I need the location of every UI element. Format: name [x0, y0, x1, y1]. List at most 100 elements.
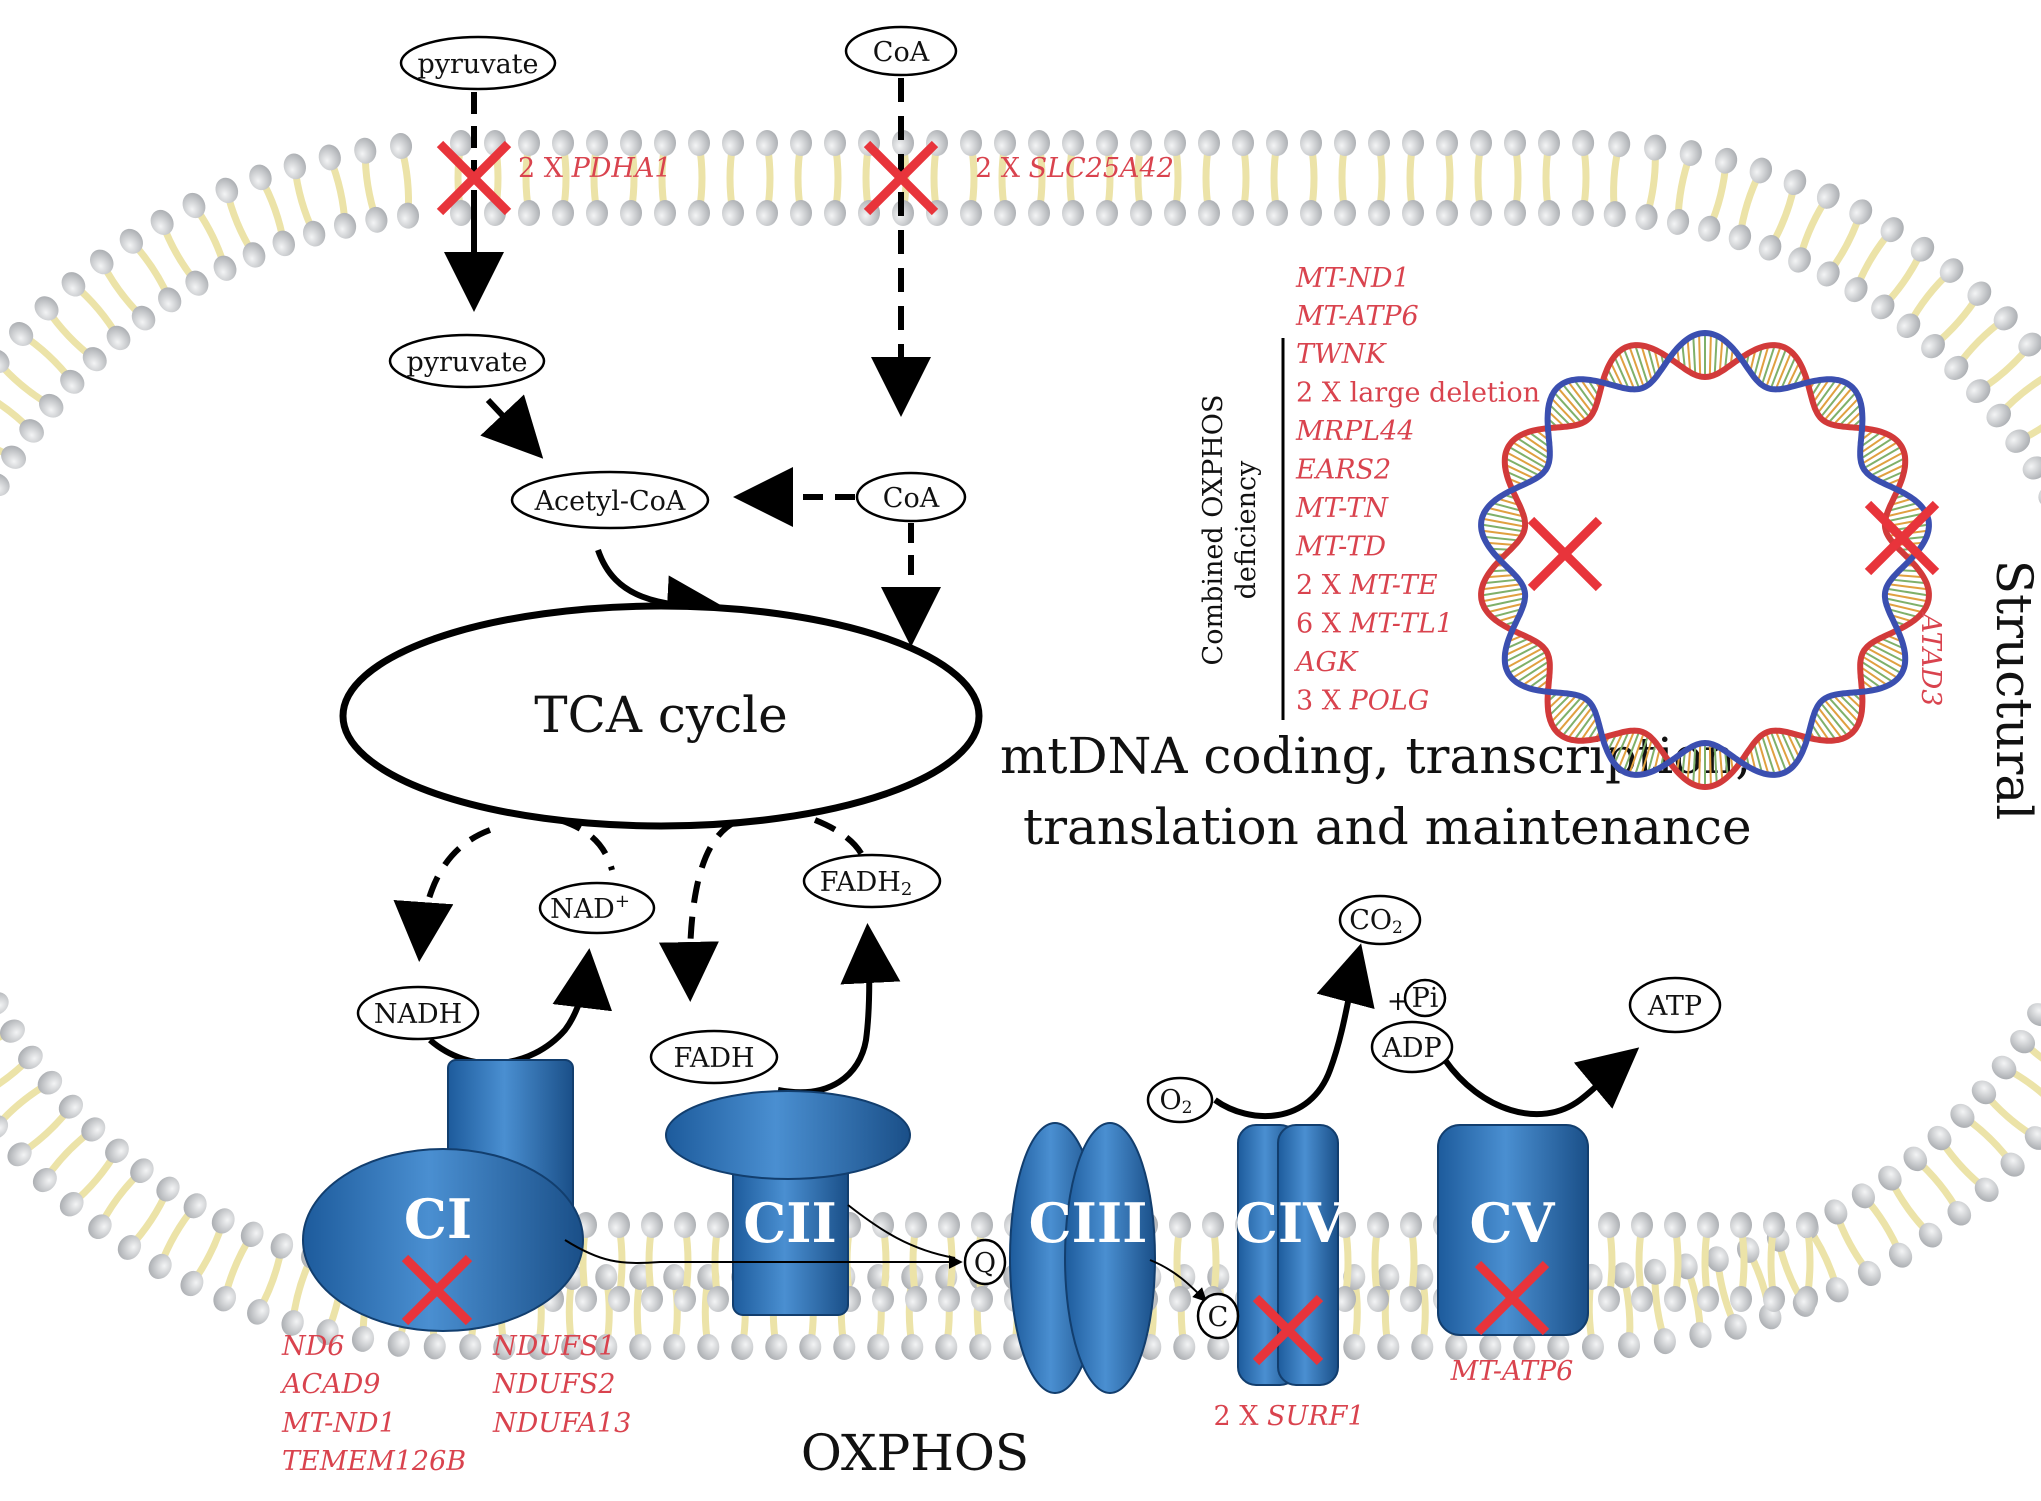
ciii-right-lobe — [1065, 1123, 1155, 1393]
ci-gene-left: ND6 — [281, 1331, 344, 1362]
lipid-head — [1096, 200, 1118, 226]
lipid-head — [281, 151, 309, 182]
lipid-head — [1840, 273, 1872, 307]
lipid-head — [1892, 309, 1925, 343]
lipid-head — [1697, 1212, 1719, 1238]
lipid-head — [1695, 213, 1723, 244]
lipid-head — [83, 1210, 116, 1244]
lipid-head — [212, 174, 242, 207]
adp-label: ADP — [1381, 1033, 1441, 1064]
ci-label: CI — [404, 1187, 472, 1251]
lipid-head — [1987, 1051, 2021, 1084]
dna-base-pair — [1688, 339, 1691, 372]
lipid-head — [1780, 166, 1810, 198]
svg-text:deficiency: deficiency — [1231, 460, 1262, 600]
lipid-head — [2001, 425, 2035, 458]
combined-gene-item: MRPL44 — [1295, 416, 1414, 447]
lipid-head — [1436, 130, 1458, 156]
lipid-head — [586, 200, 608, 226]
ci-gene-left: MT-ND1 — [281, 1408, 396, 1439]
lipid-head — [1884, 1238, 1916, 1272]
lipid-head — [1377, 1264, 1399, 1290]
c-label: C — [1208, 1302, 1229, 1333]
dna-base-pair — [1554, 697, 1582, 728]
cii-to-q-electron-path — [848, 1205, 955, 1258]
lipid-head — [905, 1286, 927, 1312]
lipid-head — [1822, 1273, 1853, 1306]
dna-base-pair — [1710, 744, 1711, 787]
lipid-head — [244, 1296, 273, 1328]
dna-base-pair — [1817, 707, 1842, 739]
lipid-head — [799, 1334, 821, 1360]
cii-label: CII — [743, 1191, 837, 1255]
dna-base-pair — [1551, 695, 1577, 722]
lipid-head — [1538, 200, 1560, 226]
lipid-head — [1202, 1212, 1224, 1238]
combined-gene-item: 3 X POLG — [1296, 686, 1429, 717]
dna-base-pair — [1699, 744, 1700, 787]
lipid-head — [1343, 1334, 1365, 1360]
lipid-head — [938, 1286, 960, 1312]
lipid-head — [1712, 145, 1740, 176]
dna-base-pair — [1820, 384, 1847, 418]
lipid-head — [1062, 200, 1084, 226]
lipid-head — [0, 441, 30, 474]
fadh-label: FADH — [673, 1043, 754, 1074]
lipid-head — [1687, 1320, 1714, 1350]
lipid-head — [1572, 200, 1594, 226]
lipid-head — [1368, 130, 1390, 156]
lipid-head — [267, 1230, 296, 1262]
mtdna-top-gene: MT-ATP6 — [1295, 301, 1419, 332]
lipid-head — [1164, 200, 1186, 226]
fadh2-label: FADH2 — [820, 867, 913, 900]
lipid-head — [1763, 1286, 1785, 1312]
combined-gene-item: AGK — [1293, 647, 1359, 678]
lipid-head — [663, 1334, 685, 1360]
pyruvate-to-acetyl-arrow — [488, 400, 535, 450]
lipid-head — [208, 1204, 239, 1237]
lipid-head — [824, 130, 846, 156]
lipid-head — [1504, 200, 1526, 226]
lipid-head — [1603, 200, 1627, 227]
lipid-head — [994, 200, 1016, 226]
o2-to-co2-arrow — [1215, 955, 1358, 1116]
lipid-head — [688, 130, 710, 156]
mtdna-top-gene: MT-ND1 — [1295, 263, 1410, 294]
dna-base-pair — [1482, 531, 1522, 536]
lipid-head — [518, 200, 540, 226]
structural-title-wrap: Structural — [1985, 560, 2041, 820]
lipid-head — [654, 200, 676, 226]
lipid-head — [2034, 480, 2041, 512]
lipid-head — [1173, 1334, 1195, 1360]
lipid-head — [722, 200, 744, 226]
dna-base-pair — [1693, 336, 1695, 375]
lipid-head — [331, 211, 358, 241]
lipid-head — [1755, 232, 1785, 264]
adp-to-atp-arrow — [1445, 1055, 1630, 1114]
lipid-head — [0, 1015, 29, 1048]
ci-gene-left: TEMEM126B — [282, 1446, 466, 1477]
lipid-head — [1582, 1334, 1605, 1360]
lipid-head — [971, 1286, 993, 1312]
dna-base-pair — [1888, 584, 1928, 589]
dna-base-pair — [1720, 339, 1723, 372]
civ-label: CIV — [1235, 1191, 1346, 1255]
lipid-head — [1820, 1195, 1852, 1228]
lipid-head — [1470, 130, 1492, 156]
nadh-label: NADH — [374, 999, 462, 1030]
lipid-head — [608, 1212, 630, 1238]
lipid-head — [688, 200, 710, 226]
lipid-head — [85, 245, 118, 279]
lipid-head — [707, 1212, 729, 1238]
lipid-head — [674, 1286, 696, 1312]
dna-base-pair — [1820, 702, 1847, 736]
lipid-head — [1232, 200, 1254, 226]
dna-base-pair — [1554, 392, 1582, 423]
lipid-head — [1400, 1286, 1422, 1312]
lipid-head — [1845, 195, 1877, 228]
lipid-head — [620, 200, 642, 226]
lipid-head — [935, 1334, 957, 1360]
cv-label: CV — [1470, 1191, 1556, 1255]
lipid-head — [960, 200, 982, 226]
